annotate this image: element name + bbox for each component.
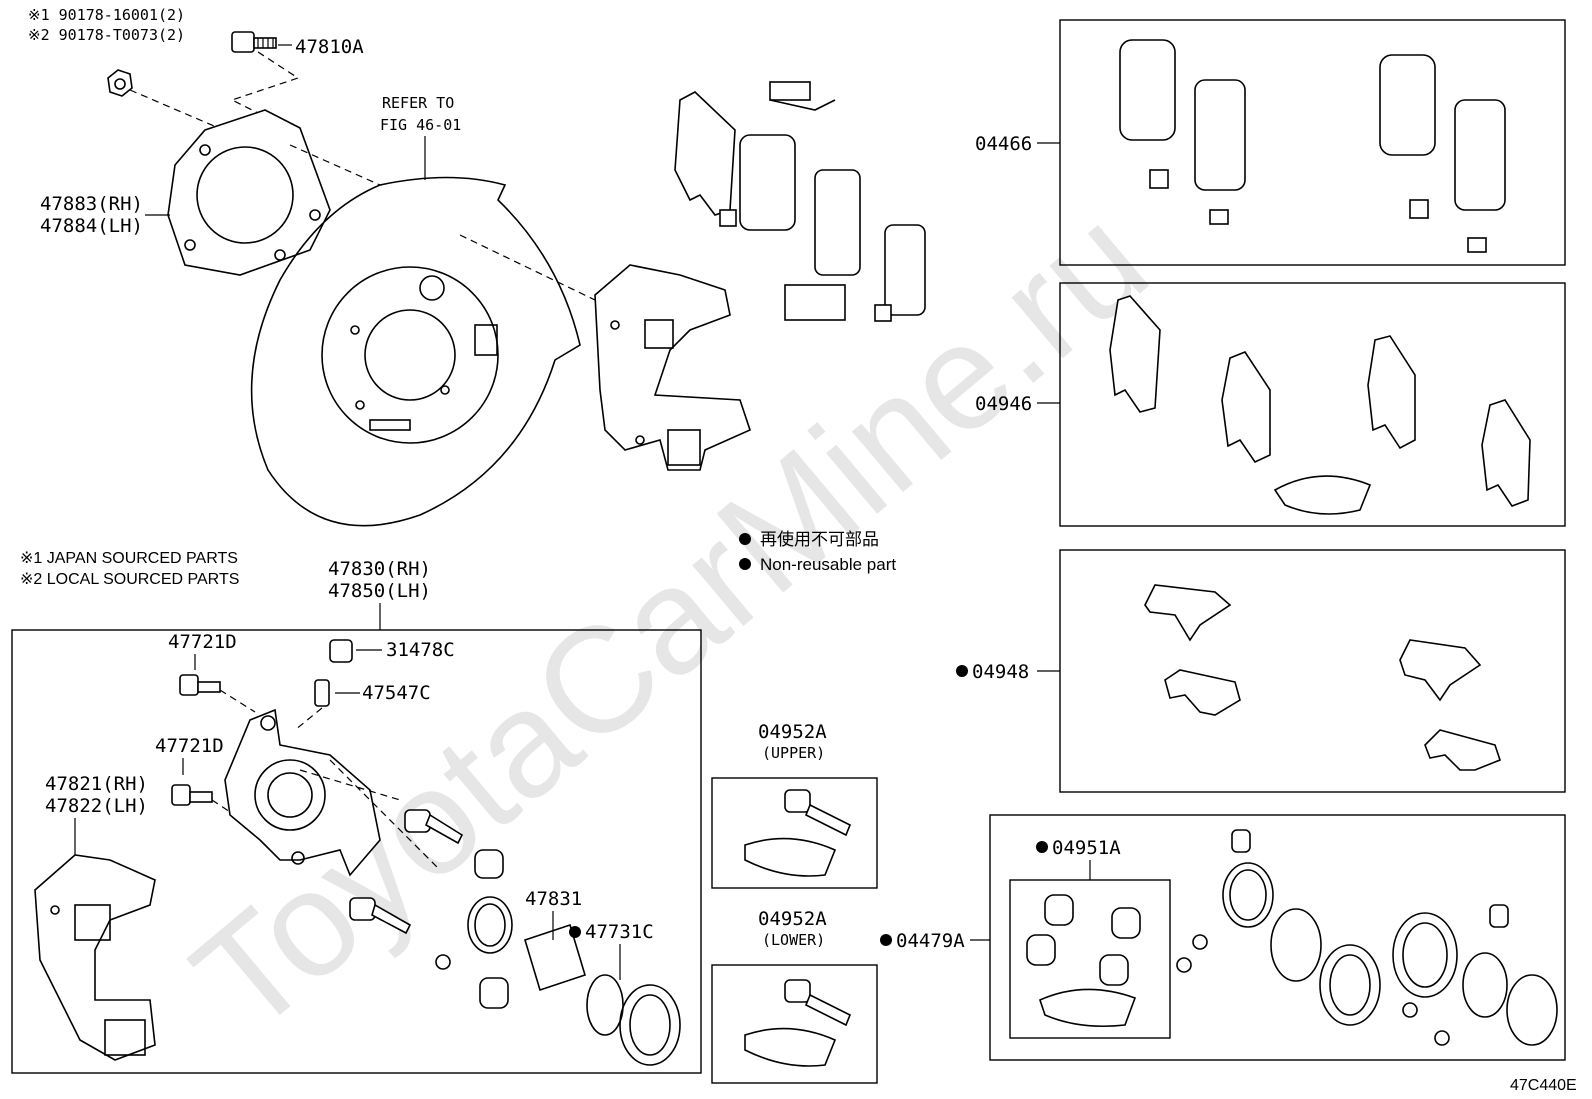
label-47850[interactable]: 47850(LH) (328, 580, 431, 602)
label-04952A-lower[interactable]: 04952A (758, 908, 827, 930)
label-47810A[interactable]: 47810A (295, 36, 364, 58)
non-reusable-marker-04951A (1036, 841, 1048, 853)
brake-pads-loose-icon (674, 81, 926, 322)
refer-line-1: REFER TO (382, 94, 454, 112)
label-47547C[interactable]: 47547C (362, 682, 431, 704)
caliper-body-icon (224, 708, 381, 877)
label-31478C[interactable]: 31478C (386, 639, 455, 661)
bolt-47810A-icon (231, 31, 277, 53)
box-04952A-lower (711, 964, 878, 1084)
label-upper: (UPPER) (762, 744, 825, 762)
bleeder-screw-icon (314, 679, 330, 707)
label-04952A-upper[interactable]: 04952A (758, 721, 827, 743)
label-47883[interactable]: 47883(RH) (40, 193, 143, 215)
bolt-47721D-lower-icon (171, 784, 213, 806)
guide-pin-kit-upper-icon (744, 789, 852, 877)
box-04951A (1009, 879, 1171, 1039)
box-04479A (989, 814, 1566, 1061)
guide-pin-lower-icon (349, 897, 509, 1009)
caliper-assembly-box (11, 629, 702, 1074)
label-47821[interactable]: 47821(RH) (45, 773, 148, 795)
label-47731C[interactable]: 47731C (585, 921, 654, 943)
pad-kit-04466-icon (1119, 39, 1506, 253)
label-47822[interactable]: 47822(LH) (45, 795, 148, 817)
footnote-part-2: ※2 90178-T0073(2) (28, 26, 185, 44)
refer-line-2: FIG 46-01 (380, 116, 461, 134)
nut-icon (107, 69, 133, 97)
label-47884[interactable]: 47884(LH) (40, 215, 143, 237)
non-reusable-marker-04479A (880, 934, 892, 946)
caliper-bracket-lower-icon (34, 854, 156, 1061)
label-47721D-b[interactable]: 47721D (155, 735, 224, 757)
label-47830[interactable]: 47830(RH) (328, 558, 431, 580)
footnote-part-1: ※1 90178-16001(2) (28, 6, 185, 24)
clip-kit-04948-icon (1144, 584, 1501, 771)
piston-parts-icon (467, 896, 681, 1066)
label-47831[interactable]: 47831 (525, 888, 582, 910)
source-note-1: ※1 JAPAN SOURCED PARTS (20, 550, 238, 567)
bolt-47721D-upper-icon (179, 674, 221, 696)
seal-kit-04479A-icon (1176, 829, 1558, 1046)
box-04952A-upper (711, 777, 878, 889)
boot-kit-04951A-icon (1026, 894, 1141, 1027)
non-reusable-marker-47731C (569, 926, 581, 938)
figure-code: 47C440E (1510, 1077, 1577, 1094)
box-04466 (1059, 19, 1566, 266)
label-47721D-a[interactable]: 47721D (168, 631, 237, 653)
box-04948 (1059, 549, 1566, 793)
bleeder-cap-icon (329, 639, 353, 663)
shim-kit-04946-icon (1109, 295, 1531, 515)
guide-pin-upper-icon (404, 809, 504, 879)
label-04948[interactable]: 04948 (972, 661, 1029, 683)
label-04479A[interactable]: 04479A (896, 930, 965, 952)
non-reusable-marker-04948 (956, 665, 968, 677)
mounting-bracket-icon (167, 109, 331, 276)
label-04466[interactable]: 04466 (975, 133, 1032, 155)
label-04946[interactable]: 04946 (975, 393, 1032, 415)
label-04951A[interactable]: 04951A (1052, 837, 1121, 859)
guide-pin-kit-lower-icon (744, 979, 852, 1067)
legend-en: Non-reusable part (760, 555, 896, 574)
label-lower: (LOWER) (762, 931, 825, 949)
caliper-bracket-top-icon (594, 264, 751, 471)
legend: 再使用不可部品 Non-reusable part (739, 529, 896, 574)
dust-shield-icon (250, 176, 581, 527)
legend-jp: 再使用不可部品 (760, 529, 879, 549)
source-note-2: ※2 LOCAL SOURCED PARTS (20, 571, 239, 588)
box-04946 (1059, 282, 1566, 527)
